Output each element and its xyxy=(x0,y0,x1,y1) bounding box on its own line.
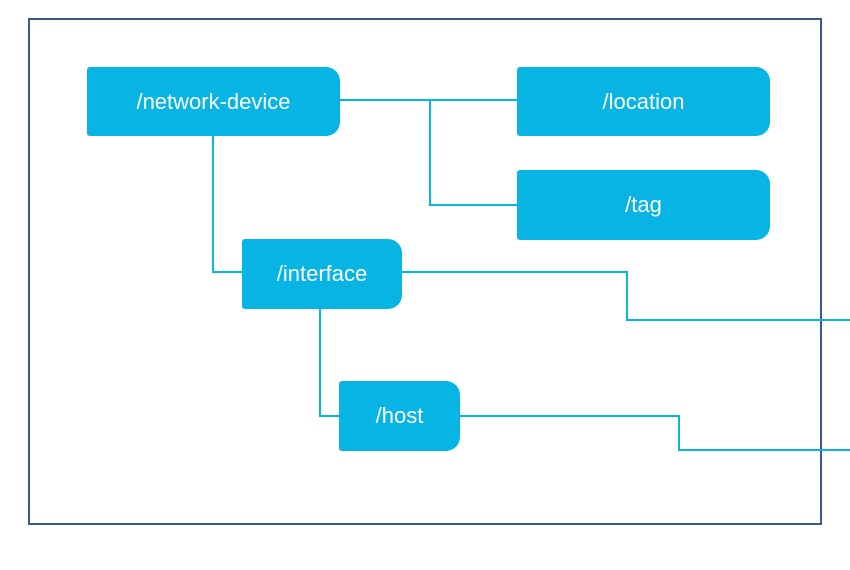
node-tag: /tag xyxy=(517,170,770,240)
node-network-device: /network-device xyxy=(87,67,340,136)
node-location-label: /location xyxy=(602,88,685,114)
connector-host-to-offpage xyxy=(460,415,850,451)
connector-network-device-to-interface xyxy=(212,136,242,273)
node-interface: /interface xyxy=(242,239,402,309)
connector-interface-to-offpage xyxy=(402,271,850,321)
node-host-label: /host xyxy=(375,403,424,428)
node-location: /location xyxy=(517,67,770,136)
node-interface-label: /interface xyxy=(276,261,368,286)
node-network-device-label: /network-device xyxy=(136,88,291,114)
node-host: /host xyxy=(339,381,460,451)
diagram-frame xyxy=(28,18,822,525)
node-tag-label: /tag xyxy=(625,192,662,217)
connector-network-device-to-tag xyxy=(429,100,517,206)
connector-interface-to-host xyxy=(319,309,339,417)
